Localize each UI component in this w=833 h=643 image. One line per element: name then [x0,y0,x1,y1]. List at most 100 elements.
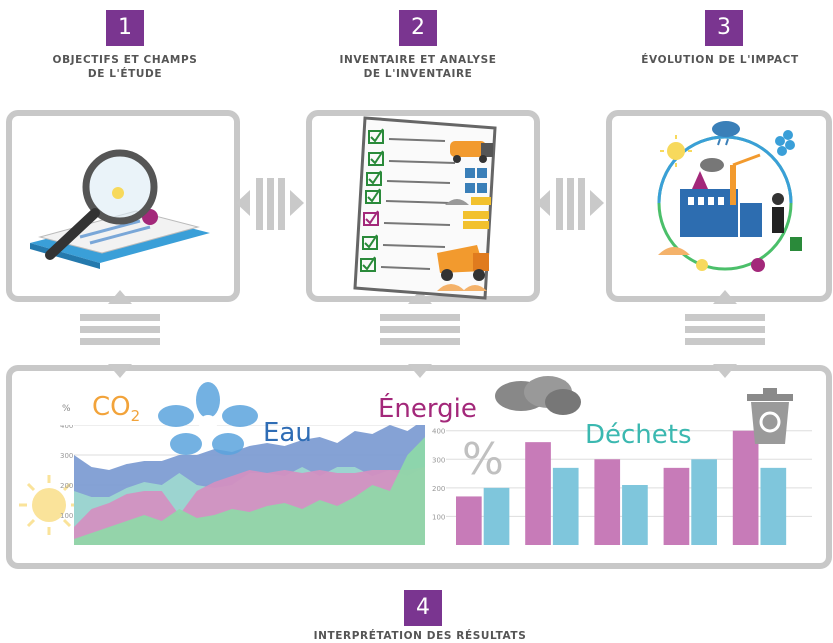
bar-series-1-group-1 [456,496,482,545]
arrow-right-icon [290,190,304,216]
concrete-mixer-icon [450,141,493,163]
bar-series-1-group-3 [594,459,621,545]
arrow-down-icon [408,364,432,378]
smoke-cloud-icon [495,376,581,415]
step-2-label: INVENTAIRE ET ANALYSE DE L'INVENTAIRE [313,53,523,81]
energie-label: Énergie [378,394,477,424]
connector-bar [380,314,460,321]
step-4-number: 4 [404,590,442,626]
step-1-title: OBJECTIFS ET CHAMPS [52,54,198,66]
y-tick-label: 100 [432,513,445,521]
blue-base-side [30,243,100,269]
connector-bar [380,338,460,345]
flower-icon [775,130,795,156]
arrow-left-icon [236,190,250,216]
arrow-up-icon [408,290,432,304]
arrow-up-icon [713,290,737,304]
person-icon [772,193,784,233]
panel-objectives [6,110,240,302]
dechets-label: Déchets [585,420,692,450]
connector-bar [256,178,263,230]
connector-bar [556,178,563,230]
area-chart-ylabel: % [62,404,71,414]
lightbulb-icon [696,259,708,271]
rain-cloud-icon [712,121,740,146]
y-tick-label: 200 [60,482,73,490]
bar-series-2-group-4 [691,459,717,545]
co2-text: CO [92,392,131,422]
percent-symbol: % [462,434,504,485]
step-1-label: OBJECTIFS ET CHAMPS DE L'ÉTUDE [20,53,230,81]
brick-icon [471,197,491,205]
factory-icon [680,153,762,237]
bar-series-1-group-4 [663,467,690,545]
arrow-left-icon [536,190,550,216]
water-flower-icon [158,382,258,455]
step-1-number: 1 [106,10,144,46]
checklist-icon [360,128,456,272]
step-3-number: 3 [705,10,743,46]
connector-bar [567,178,574,230]
y-tick-label: 300 [60,452,73,460]
step-4-title: INTERPRÉTATION DES RÉSULTATS [313,630,527,642]
sand-pile-icon [437,284,465,291]
impact-illustration [657,121,802,272]
area-series-4 [74,437,425,545]
y-tick-label: 400 [60,425,73,430]
objectives-illustration [30,149,210,269]
connector-2-3 [536,178,604,230]
connector-3-4 [685,290,765,378]
connector-bar [80,338,160,345]
step-3-title: ÉVOLUTION DE L'IMPACT [641,54,799,66]
connector-bar [80,326,160,333]
connector-bar [685,314,765,321]
window-icon [465,168,475,178]
connector-bar [685,338,765,345]
magnifier-icon [45,149,158,260]
co2-subscript: 2 [130,407,141,426]
gear-icon [751,258,765,272]
connector-bar [80,314,160,321]
window-icon [477,183,487,193]
bar-series-2-group-3 [622,485,648,545]
bar-series-2-group-5 [760,467,787,545]
connector-bar [578,178,585,230]
connector-2-4 [380,290,460,378]
brick-icon [463,221,489,229]
bar-series-1-group-2 [525,442,551,545]
connector-bar [267,178,274,230]
window-icon [465,183,475,193]
connector-bar [685,326,765,333]
connector-1-2 [236,178,304,230]
y-tick-label: 100 [60,512,73,520]
inventory-illustration [353,116,497,300]
sun-icon [660,135,692,167]
step-3-label: ÉVOLUTION DE L'IMPACT [610,53,830,67]
eau-label: Eau [263,418,312,448]
window-icon [477,168,487,178]
arrow-down-icon [713,364,737,378]
bar-series-2-group-2 [552,467,579,545]
connector-bar [278,178,285,230]
connector-1-4 [80,290,160,378]
co2-label: CO2 [92,392,140,425]
bar-series-1-group-5 [732,430,759,545]
bar-series-2-group-1 [483,487,510,545]
bar-chart: 400 300 200 100 [432,428,812,545]
y-tick-label: 200 [432,485,445,493]
connector-bar [380,326,460,333]
arrow-right-icon [590,190,604,216]
gravel-icon [445,199,469,205]
arrow-up-icon [108,290,132,304]
step-1-subtitle: DE L'ÉTUDE [87,68,163,80]
recycle-bin-icon [790,237,802,251]
sand-pile-icon [463,285,487,291]
area-chart: 400 300 200 100 [60,425,425,545]
sand-pile-icon [658,247,690,255]
arrow-down-icon [108,364,132,378]
recycle-bin-icon [747,388,793,444]
dump-truck-icon [437,245,489,281]
step-2-title: INVENTAIRE ET ANALYSE [339,54,497,66]
y-tick-label: 300 [432,456,445,464]
y-tick-label: 400 [432,428,445,436]
